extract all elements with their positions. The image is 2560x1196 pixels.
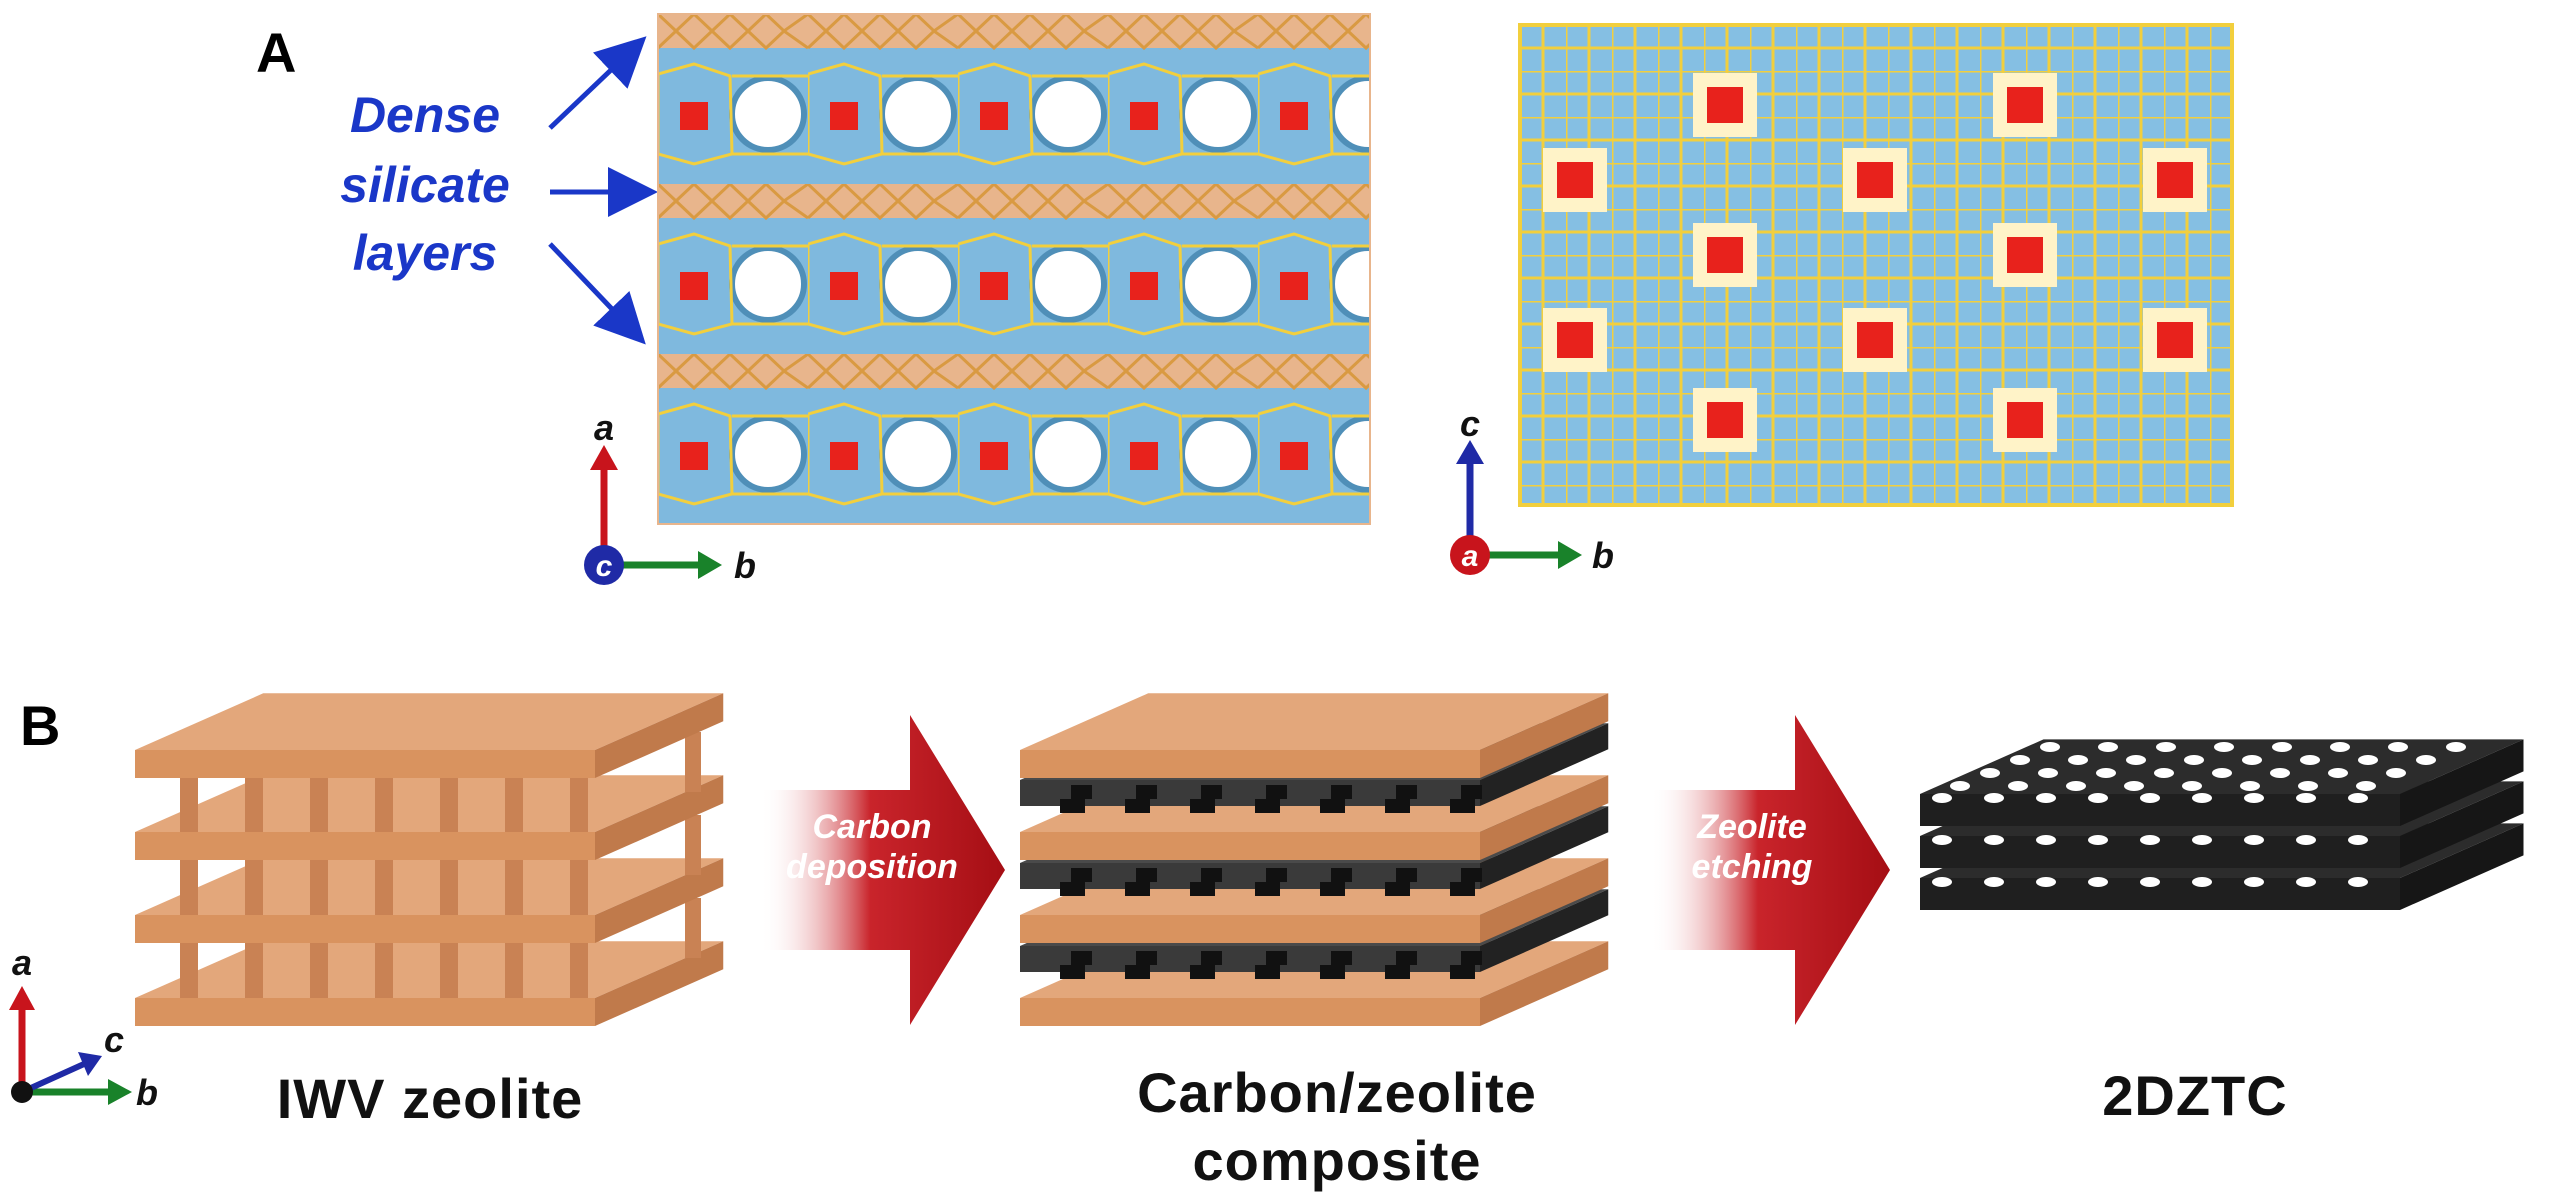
axis-triad-left: c a b xyxy=(584,407,756,586)
arrow2-line-1: Zeolite xyxy=(1696,808,1807,846)
axis-label-c-b: c xyxy=(104,1019,124,1060)
cage-square xyxy=(1857,322,1893,358)
label-line-3: layers xyxy=(353,225,498,281)
structure-view-along-c xyxy=(657,13,1371,525)
cage-square xyxy=(1557,322,1593,358)
label-line-1: Dense xyxy=(350,87,500,143)
axis-label-c-right: c xyxy=(1460,403,1480,444)
arrow1-line-1: Carbon xyxy=(813,808,932,846)
cage-square xyxy=(2157,322,2193,358)
axis-triad-right: a c b xyxy=(1450,403,1614,576)
carbon-zeolite-composite-stack xyxy=(1020,693,1609,1026)
axis-triad-b: a c b xyxy=(9,942,158,1113)
carbon-deposition-arrow: Carbon deposition xyxy=(760,715,1005,1025)
arrow2-line-2: etching xyxy=(1692,848,1813,886)
cage-square xyxy=(1707,237,1743,273)
panel-letter-b: B xyxy=(20,694,60,757)
cage-square xyxy=(1707,87,1743,123)
cage-square xyxy=(2157,162,2193,198)
structure-view-along-a xyxy=(1518,23,2234,507)
cage-square xyxy=(2007,402,2043,438)
axis-label-a-right: a xyxy=(1462,540,1479,573)
label-line-2: silicate xyxy=(340,157,510,213)
axis-label-a-b: a xyxy=(12,942,32,983)
caption-2dztc: 2DZTC xyxy=(2102,1064,2287,1127)
axis-label-b-right: b xyxy=(1592,535,1614,576)
axis-label-a-left: a xyxy=(594,407,614,448)
caption-iwv-zeolite: IWV zeolite xyxy=(277,1067,584,1130)
label-arrows xyxy=(548,36,658,345)
iwv-zeolite-stack xyxy=(135,693,724,1026)
caption-composite-line-2: composite xyxy=(1192,1129,1481,1192)
cage-square xyxy=(1857,162,1893,198)
axis-label-b-b: b xyxy=(136,1072,158,1113)
cage-square xyxy=(1557,162,1593,198)
2dztc-stack xyxy=(1920,739,2524,910)
axis-label-c-left: c xyxy=(596,550,613,583)
axis-label-b-left: b xyxy=(734,545,756,586)
caption-composite-line-1: Carbon/zeolite xyxy=(1137,1061,1537,1124)
cage-square xyxy=(2007,87,2043,123)
panel-letter-a: A xyxy=(256,21,296,84)
cage-square xyxy=(1707,402,1743,438)
cage-square xyxy=(2007,237,2043,273)
zeolite-etching-arrow: Zeolite etching xyxy=(1650,715,1890,1025)
label-background xyxy=(305,80,545,285)
arrow1-line-2: deposition xyxy=(786,848,958,886)
